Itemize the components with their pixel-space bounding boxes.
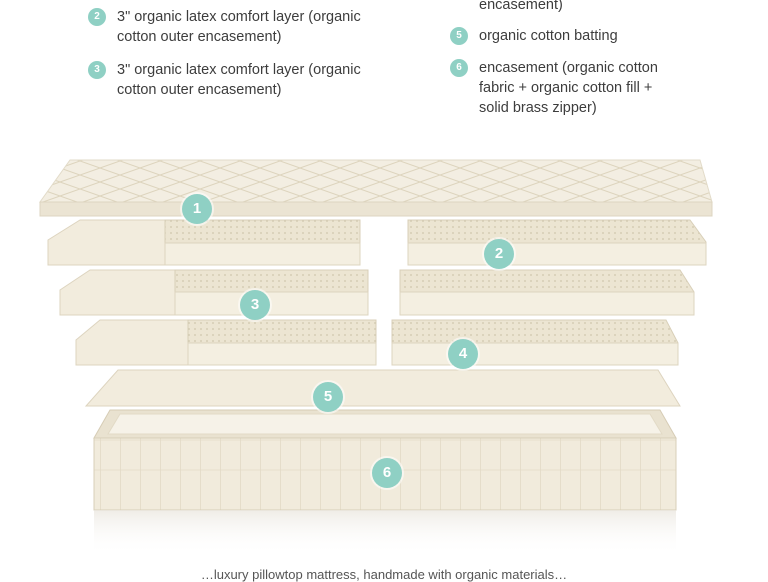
mattress-exploded-illustration: 1 2 3 4 5 6 [0, 140, 768, 560]
layer-badge-1: 1 [182, 194, 212, 224]
footer-text: …luxury pillowtop mattress, handmade wit… [200, 567, 568, 582]
layer-4-latex [75, 319, 679, 366]
layer-badge-3: 3 [240, 290, 270, 320]
legend-item-2: 2 3" organic latex comfort layer (organi… [88, 7, 378, 47]
legend-number-6: 6 [450, 59, 468, 77]
layer-badge-6: 6 [372, 458, 402, 488]
legend-item-3: 3 3" organic latex comfort layer (organi… [88, 60, 378, 100]
layer-6-encasement [93, 409, 677, 555]
legend-text-5: organic cotton batting [479, 28, 618, 44]
legend-item-5: 5 organic cotton batting [450, 26, 710, 46]
layer-badge-5: 5 [313, 382, 343, 412]
legend-number-2: 2 [88, 8, 106, 26]
layer-2-latex [47, 219, 707, 266]
layer-badge-2: 2 [484, 239, 514, 269]
legend-number-5: 5 [450, 27, 468, 45]
legend-item-6: 6 encasement (organic cotton fabric + or… [450, 58, 670, 118]
legend-text-6: encasement (organic cotton fabric + orga… [479, 60, 658, 116]
layer-badge-4: 4 [448, 339, 478, 369]
legend-number-3: 3 [88, 61, 106, 79]
layer-1-pillowtop [39, 159, 713, 217]
legend-text-3: 3" organic latex comfort layer (organic … [117, 62, 361, 98]
mattress-layers-svg [39, 159, 713, 555]
legend-text-4-continuation: encasement) [479, 0, 563, 13]
legend-text-2: 3" organic latex comfort layer (organic … [117, 9, 361, 45]
layer-5-cotton-batting [84, 369, 681, 407]
layer-3-latex [59, 269, 695, 316]
